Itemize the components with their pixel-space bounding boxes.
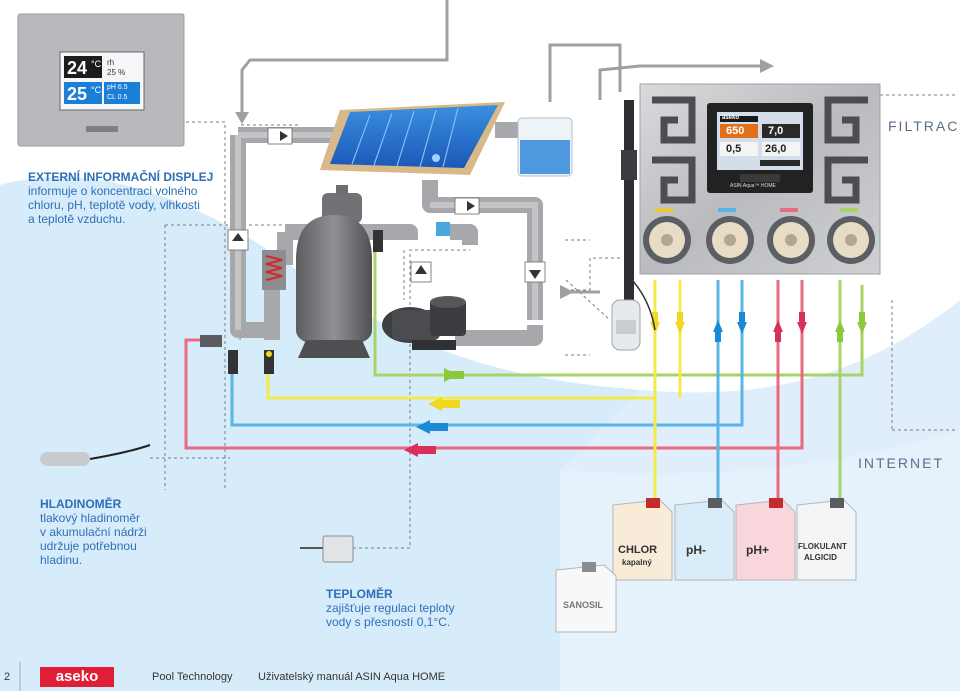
accumulation-tank bbox=[517, 117, 573, 177]
thermo-title: TEPLOMĚR bbox=[326, 587, 393, 601]
canister-floc-sub: ALGICID bbox=[804, 553, 837, 562]
background-swoosh bbox=[0, 177, 640, 691]
canister-floc bbox=[796, 498, 857, 581]
filtrace-label: FILTRACE bbox=[888, 118, 960, 134]
level-line3: udržuje potřebnou bbox=[40, 539, 137, 553]
arrow-blue bbox=[416, 420, 430, 434]
controller-ph: 7,0 bbox=[768, 125, 784, 137]
external-display bbox=[17, 13, 185, 147]
level-line2: v akumulační nádrži bbox=[40, 525, 147, 539]
footer-manual-title: Uživatelský manuál ASIN Aqua HOME bbox=[258, 671, 446, 683]
internet-label: INTERNET bbox=[858, 455, 944, 471]
arrow-red bbox=[404, 443, 418, 457]
display-cl: CL 0.5 bbox=[107, 94, 128, 101]
canister-floc-label: FLOKULANT bbox=[798, 542, 847, 551]
blue-dosing-line bbox=[230, 280, 744, 427]
display-rh-value: 25 % bbox=[107, 68, 126, 77]
pool bbox=[320, 102, 505, 175]
flow-arrows bbox=[404, 312, 867, 457]
page-footer: 2 aseko Pool Technology Uživatelský manu… bbox=[0, 663, 960, 691]
canisters bbox=[555, 498, 857, 633]
ext-display-line1: informuje o koncentraci volného bbox=[28, 184, 198, 198]
display-ph: pH 6.5 bbox=[107, 84, 128, 91]
canister-ph-minus bbox=[674, 498, 735, 581]
canister-sanosil-label: SANOSIL bbox=[563, 600, 604, 610]
flow-cell bbox=[611, 299, 641, 351]
display-water-unit: °C bbox=[91, 85, 102, 95]
aseko-logo: aseko bbox=[40, 667, 114, 687]
controller-temperature: 26,0 bbox=[765, 143, 787, 155]
dosing-pumps bbox=[643, 208, 875, 264]
sand-filter bbox=[296, 185, 372, 358]
level-title: HLADINOMĚR bbox=[40, 497, 122, 511]
page-number: 2 bbox=[4, 671, 11, 683]
level-line4: hladinu. bbox=[40, 553, 83, 567]
electrode-probe bbox=[621, 100, 656, 331]
controller-brand: aseko bbox=[722, 115, 740, 121]
level-sensor bbox=[40, 444, 151, 466]
canister-ph-minus-label: pH- bbox=[686, 543, 706, 557]
ext-display-line2: chloru, pH, teplotě vody, vlhkosti bbox=[28, 198, 200, 212]
display-rh-label: rh bbox=[107, 58, 115, 67]
footer-company: Pool Technology bbox=[152, 671, 233, 683]
canister-chlor bbox=[612, 498, 673, 581]
temperature-sensor bbox=[300, 535, 354, 563]
arrow-yellow bbox=[428, 397, 442, 411]
canister-chlor-sub: kapalný bbox=[622, 558, 652, 567]
display-air-unit: °C bbox=[91, 59, 102, 69]
ext-display-title: EXTERNÍ INFORMAČNÍ DISPLEJ bbox=[28, 170, 214, 184]
controller-model: ASIN Aqua™ HOME bbox=[730, 183, 776, 189]
circulation-pump bbox=[382, 296, 466, 350]
ext-display-line3: a teplotě vzduchu. bbox=[28, 212, 126, 226]
canister-ph-plus bbox=[735, 498, 796, 581]
red-dosing-line bbox=[184, 280, 804, 450]
thermo-line2: vody s přesností 0,1°C. bbox=[326, 615, 451, 629]
canister-ph-plus-label: pH+ bbox=[746, 543, 770, 557]
display-air-temp: 24 bbox=[67, 58, 88, 78]
display-water-temp: 25 bbox=[67, 84, 88, 104]
signal-lines bbox=[150, 94, 958, 549]
canister-chlor-label: CHLOR bbox=[618, 544, 658, 556]
heat-exchanger bbox=[262, 250, 286, 290]
controller-chlorine: 0,5 bbox=[726, 143, 742, 155]
controller-redox: 650 bbox=[726, 125, 745, 137]
level-line1: tlakový hladinoměr bbox=[40, 511, 141, 525]
thermo-line1: zajišťuje regulaci teploty bbox=[326, 601, 455, 615]
canister-sanosil bbox=[555, 562, 617, 633]
